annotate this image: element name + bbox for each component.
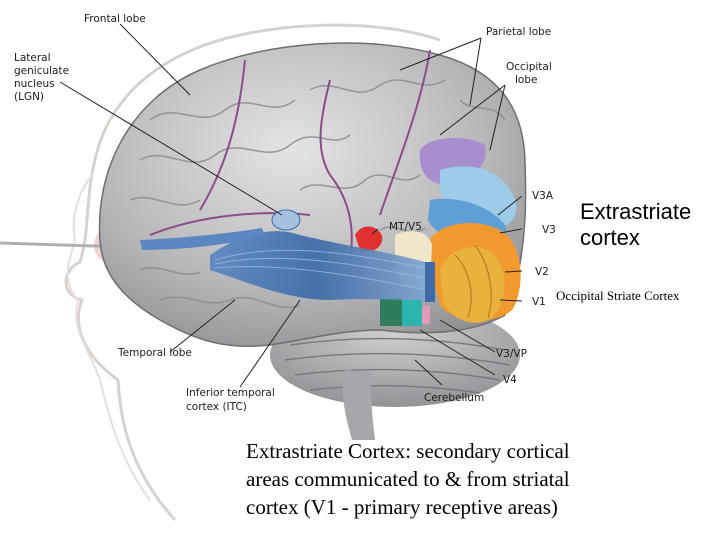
label-mt-v5: MT/V5 [389,221,422,233]
green-area [380,298,402,326]
mt-v5-area [355,226,383,252]
pink-area [422,306,430,324]
label-v2: V2 [535,266,549,278]
label-frontal-lobe: Frontal lobe [84,13,146,25]
label-temporal-lobe: Temporal lobe [117,347,192,359]
v1-inner-lines [454,244,492,319]
v1-area [440,246,505,323]
label-v4: V4 [503,374,517,386]
caption-text: Extrastriate Cortex: secondary cortical … [246,439,570,519]
label-lgn-line3: nucleus [14,78,55,90]
label-cerebellum: Cerebellum [424,392,484,404]
label-lgn-line4: (LGN) [14,91,44,103]
occipital-striate-label: Occipital Striate Cortex [556,288,680,303]
label-lgn-line2: geniculate [14,65,69,77]
head-outline [64,23,441,522]
teal-area [402,300,422,326]
label-itc-line2: cortex (ITC) [186,401,247,413]
face-outline [66,174,151,501]
leader-lines [59,23,523,388]
label-v1: V1 [532,296,546,308]
optic-fibers [214,249,426,291]
cerebellum-folds [284,337,511,394]
lgn-nucleus [271,209,301,231]
label-lgn-line1: Lateral [14,52,51,64]
extrastriate-line2: cortex [580,225,640,250]
label-v3-vp: V3/VP [496,348,527,360]
optic-nerve [140,228,265,250]
extrastriate-line1: Extrastriate [580,199,692,224]
label-occipital-line1: Occipital [506,61,552,73]
label-v3a: V3A [532,190,554,202]
label-itc-line1: Inferior temporal [186,387,275,399]
optic-radiation [210,231,425,300]
extrastriate-label: Extrastriate cortex [580,199,692,251]
brainstem [342,370,375,440]
label-v3: V3 [542,224,556,236]
label-occipital-line2: lobe [515,74,537,86]
blue-strip [425,262,435,302]
label-parietal-lobe: Parietal lobe [486,26,551,38]
